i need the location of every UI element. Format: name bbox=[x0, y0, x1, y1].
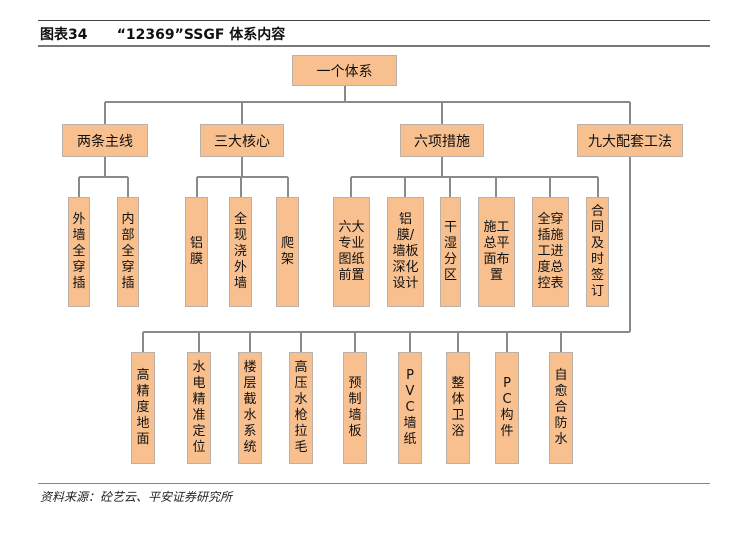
source-note: 资料来源：砼艺云、平安证券研究所 bbox=[40, 490, 233, 504]
item-box: 全现浇外墙 bbox=[229, 197, 252, 307]
root-box: 一个体系 bbox=[292, 55, 397, 86]
item-box: 爬架 bbox=[276, 197, 299, 307]
item-label: 六大专业图纸前置 bbox=[338, 220, 365, 283]
level2-box: 三大核心 bbox=[200, 124, 284, 157]
item-box: 整体卫浴 bbox=[446, 352, 470, 464]
item-label: PVC 墙纸 bbox=[403, 368, 417, 447]
level2-box: 九大配套工法 bbox=[577, 124, 683, 157]
figure-label: 图表34 bbox=[40, 27, 88, 43]
level2-label: 三大核心 bbox=[214, 133, 270, 150]
item-box: 预制墙板 bbox=[343, 352, 367, 464]
item-box: 六大专业图纸前置 bbox=[333, 197, 370, 307]
level2-box: 两条主线 bbox=[62, 124, 148, 157]
item-box: 施工总平面布置 bbox=[478, 197, 515, 307]
figure-title: 图表34 “12369”SSGF 体系内容 bbox=[40, 24, 285, 44]
level2-label: 六项措施 bbox=[414, 133, 470, 150]
title-rule bbox=[38, 45, 710, 47]
item-box: 铝膜/墙板深化设计 bbox=[387, 197, 424, 307]
item-box: PC 构件 bbox=[495, 352, 519, 464]
item-box: 干湿分区 bbox=[440, 197, 461, 307]
level2-box: 六项措施 bbox=[400, 124, 484, 157]
item-label: 外墙全穿插 bbox=[72, 212, 86, 291]
item-box: 合同及时签订 bbox=[586, 197, 609, 307]
item-label: PC 构件 bbox=[500, 376, 514, 439]
item-label: 自愈合防水 bbox=[554, 368, 568, 447]
item-label: 铝膜 bbox=[189, 236, 203, 267]
item-label: 预制墙板 bbox=[348, 376, 362, 439]
level2-label: 九大配套工法 bbox=[588, 133, 672, 150]
figure-title-text: “12369”SSGF 体系内容 bbox=[116, 27, 286, 43]
item-box: 内部全穿插 bbox=[117, 197, 139, 307]
item-box: 高精度地面 bbox=[131, 352, 155, 464]
item-box: 外墙全穿插 bbox=[68, 197, 90, 307]
item-label: 高压水枪拉毛 bbox=[294, 360, 308, 455]
footer-rule bbox=[38, 483, 710, 484]
item-box: PVC 墙纸 bbox=[398, 352, 422, 464]
item-label: 爬架 bbox=[280, 236, 294, 267]
item-box: 铝膜 bbox=[185, 197, 208, 307]
item-label: 全现浇外墙 bbox=[233, 212, 247, 291]
item-label: 合同及时签订 bbox=[590, 204, 604, 299]
level2-label: 两条主线 bbox=[77, 133, 133, 150]
item-label: 干湿分区 bbox=[443, 220, 457, 283]
item-label: 内部全穿插 bbox=[121, 212, 135, 291]
item-label: 水电精准定位 bbox=[192, 360, 206, 455]
top-rule bbox=[38, 20, 710, 21]
item-label: 高精度地面 bbox=[136, 368, 150, 447]
item-box: 水电精准定位 bbox=[187, 352, 211, 464]
item-box: 自愈合防水 bbox=[549, 352, 573, 464]
item-label: 铝膜/墙板深化设计 bbox=[392, 212, 419, 291]
item-label: 楼层截水系统 bbox=[243, 360, 257, 455]
item-box: 全穿插施工进度总控表 bbox=[532, 197, 569, 307]
item-label: 全穿插施工进度总控表 bbox=[537, 212, 564, 291]
item-label: 施工总平面布置 bbox=[483, 220, 510, 283]
root-label: 一个体系 bbox=[316, 63, 373, 80]
item-box: 楼层截水系统 bbox=[238, 352, 262, 464]
item-box: 高压水枪拉毛 bbox=[289, 352, 313, 464]
item-label: 整体卫浴 bbox=[451, 376, 465, 439]
